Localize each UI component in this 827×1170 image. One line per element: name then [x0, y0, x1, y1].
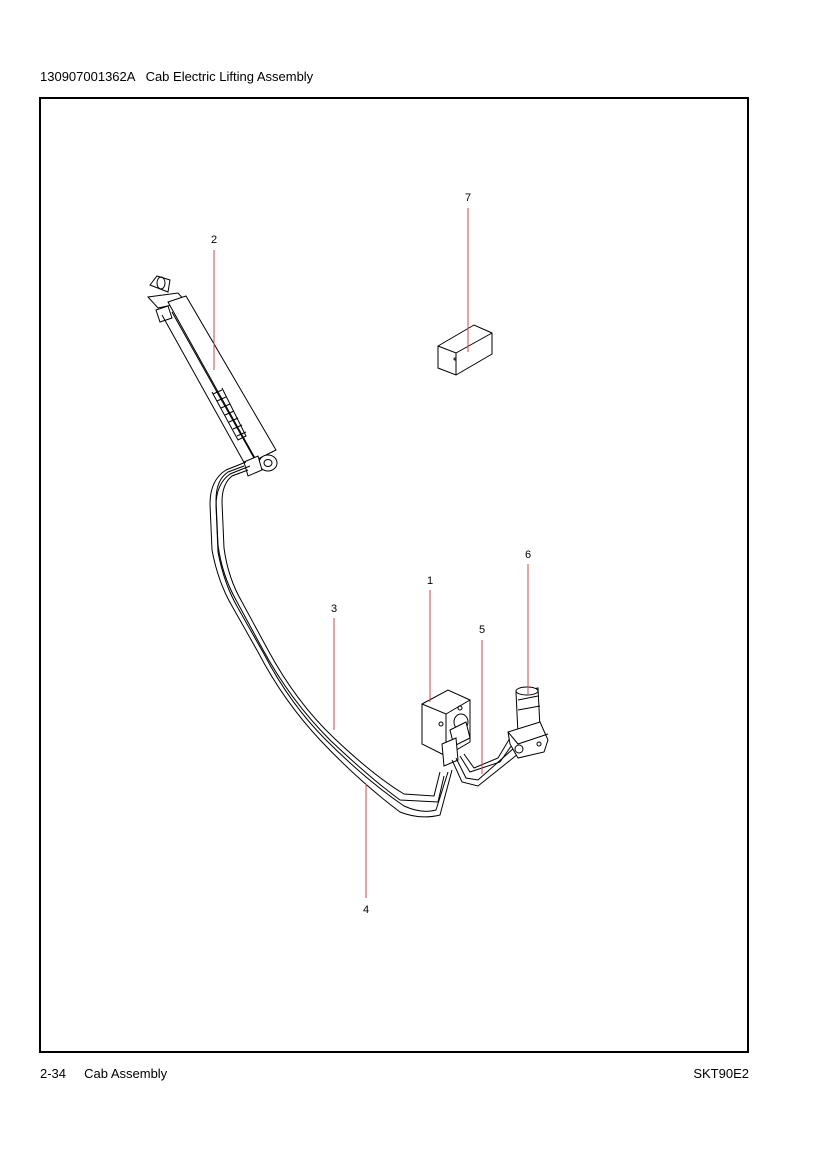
section-name: Cab Assembly — [84, 1066, 168, 1081]
model-number: SKT90E2 — [693, 1066, 749, 1081]
page-number: 2-34 — [40, 1066, 67, 1081]
assembly-title: Cab Electric Lifting Assembly — [145, 69, 314, 84]
pump-unit-part-6 — [507, 686, 549, 759]
callout-6: 6 — [525, 549, 531, 561]
hoses-part-3-4 — [209, 461, 453, 818]
pipes-part-5 — [451, 737, 519, 787]
callout-4: 4 — [363, 904, 369, 916]
control-box-part-7 — [437, 324, 493, 376]
callout-3: 3 — [331, 603, 337, 615]
callout-5: 5 — [479, 624, 485, 636]
cylinder-part-2 — [146, 275, 278, 477]
page-header: 130907001362A Cab Electric Lifting Assem… — [40, 69, 313, 84]
drawing-frame — [39, 97, 749, 1053]
page-footer-left: 2-34 Cab Assembly — [40, 1066, 167, 1081]
valve-block-part-1 — [421, 689, 471, 767]
leader-lines — [213, 208, 529, 898]
part-number: 130907001362A — [40, 69, 135, 84]
callout-7: 7 — [465, 192, 471, 204]
callout-1: 1 — [427, 575, 433, 587]
callout-2: 2 — [211, 234, 217, 246]
